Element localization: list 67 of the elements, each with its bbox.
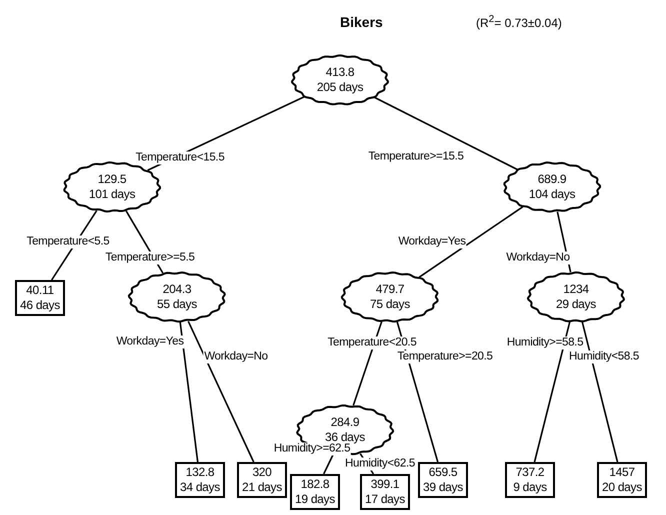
- split-node: [292, 55, 388, 105]
- edge-label: Workday=No: [203, 350, 269, 364]
- edge-label: Workday=Yes: [115, 336, 185, 348]
- mean-value: 413.8: [326, 65, 354, 80]
- mean-value: 40.11: [26, 283, 54, 298]
- leaf-node: [597, 462, 647, 498]
- mean-value: 737.2: [516, 465, 544, 480]
- mean-value: 399.1: [370, 477, 400, 492]
- edge-label: Temperature<20.5: [326, 336, 418, 350]
- leaf-node: [418, 462, 468, 498]
- day-count: 75 days: [370, 297, 410, 312]
- edge-label: Temperature>=15.5: [367, 150, 465, 164]
- branch-line: [534, 322, 571, 462]
- mean-value: 689.9: [538, 172, 566, 187]
- leaf-node: [360, 474, 410, 510]
- day-count: 34 days: [180, 480, 220, 495]
- mean-value: 1234: [563, 282, 589, 297]
- day-count: 9 days: [513, 480, 547, 495]
- day-count: 21 days: [242, 480, 282, 495]
- edge-label: Workday=Yes: [397, 236, 467, 248]
- day-count: 55 days: [157, 297, 197, 312]
- edge-label: Humidity<62.5: [344, 458, 416, 470]
- mean-value: 479.7: [376, 282, 404, 297]
- edge-label: Humidity>=62.5: [272, 442, 352, 456]
- edge-label: Temperature>=5.5: [104, 252, 196, 264]
- day-count: 20 days: [602, 480, 642, 495]
- mean-value: 204.3: [162, 282, 192, 297]
- day-count: 39 days: [423, 480, 463, 495]
- edge-label: Humidity<58.5: [568, 350, 640, 364]
- split-node: [342, 272, 438, 322]
- fit-statistic: (R$^{2}$= 0.73±0.04): [476, 14, 562, 30]
- edge-label: Temperature<15.5: [134, 152, 226, 164]
- split-node: [504, 162, 600, 212]
- day-count: 101 days: [88, 187, 136, 202]
- edge-label: Workday=No: [505, 252, 571, 264]
- mean-value: 320: [252, 465, 272, 480]
- branch-line: [322, 454, 334, 474]
- day-count: 29 days: [556, 297, 596, 312]
- leaf-node: [15, 280, 65, 316]
- mean-value: 182.8: [300, 477, 330, 492]
- branch-line: [179, 322, 199, 462]
- branch-line: [418, 206, 524, 278]
- leaf-node: [175, 462, 225, 498]
- mean-value: 129.5: [98, 172, 126, 187]
- day-count: 17 days: [365, 492, 405, 507]
- mean-value: 1457: [609, 465, 635, 480]
- branch-line: [188, 320, 254, 462]
- edge-label: Temperature<5.5: [26, 236, 110, 248]
- mean-value: 132.8: [186, 465, 214, 480]
- day-count: 36 days: [325, 430, 365, 444]
- mean-value: 659.5: [428, 465, 458, 480]
- leaf-node: [290, 474, 340, 510]
- leaf-node: [237, 462, 287, 498]
- leaf-node: [505, 462, 555, 498]
- day-count: 19 days: [295, 492, 335, 507]
- split-node: [528, 272, 624, 322]
- edge-label: Humidity>=58.5: [506, 336, 584, 350]
- split-node: [64, 162, 160, 212]
- branch-line: [581, 322, 618, 462]
- day-count: 205 days: [316, 80, 364, 95]
- mean-value: 284.9: [330, 415, 360, 430]
- day-count: 46 days: [20, 298, 60, 313]
- branch-line: [374, 96, 518, 170]
- edge-label: Temperature>=20.5: [396, 350, 494, 364]
- split-node: [129, 272, 225, 322]
- day-count: 104 days: [528, 187, 576, 202]
- chart-title: Bikers: [340, 14, 383, 30]
